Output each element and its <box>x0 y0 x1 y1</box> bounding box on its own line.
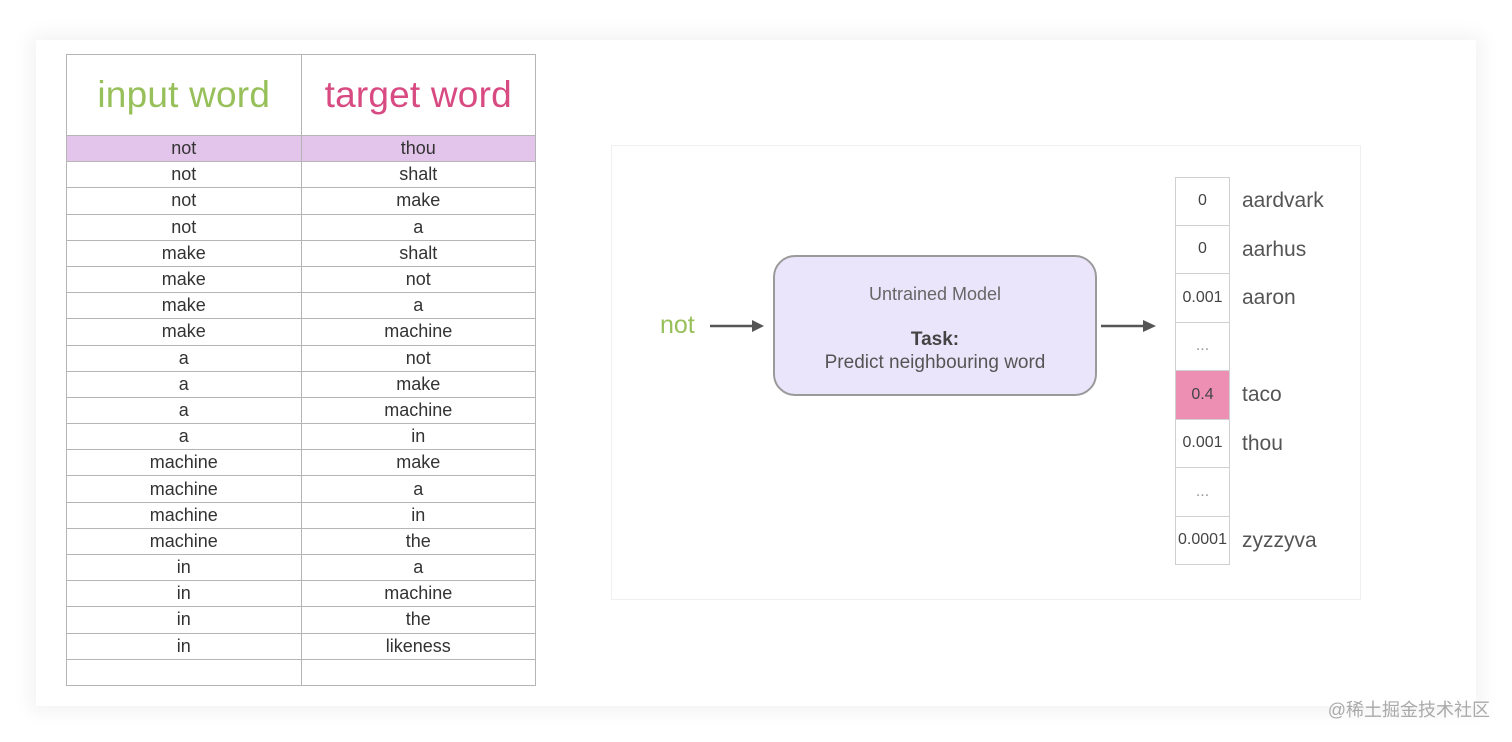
target-word-cell: shalt <box>300 161 536 189</box>
input-word-cell: in <box>66 632 302 660</box>
input-word-cell: in <box>66 580 302 608</box>
input-word-cell: machine <box>66 501 302 529</box>
input-word-cell: a <box>66 423 302 451</box>
input-word-cell: make <box>66 318 302 346</box>
table-header-row: input word target word <box>66 54 536 136</box>
input-word-cell: make <box>66 239 302 267</box>
target-word-cell: in <box>300 423 536 451</box>
input-word-header: input word <box>66 54 302 136</box>
input-word-cell: make <box>66 265 302 294</box>
untrained-model-box: Untrained Model Task: Predict neighbouri… <box>773 255 1097 396</box>
output-word-label: zyzzyva <box>1242 528 1317 552</box>
target-word-cell: shalt <box>300 239 536 267</box>
input-word-cell: machine <box>66 527 302 556</box>
input-word-cell: not <box>66 134 302 163</box>
input-word-cell: machine <box>66 475 302 503</box>
target-word-cell: a <box>300 475 536 503</box>
model-input-word: not <box>660 311 695 339</box>
input-word-cell: in <box>66 553 302 582</box>
input-arrow <box>710 320 764 332</box>
input-word-cell: machine <box>66 449 302 477</box>
watermark: @稀土掘金技术社区 <box>1327 700 1490 720</box>
output-probability-cell: 0.001 <box>1175 274 1230 323</box>
output-word-label: thou <box>1242 431 1283 455</box>
target-word-cell: not <box>300 344 536 372</box>
table-row <box>66 658 536 686</box>
input-word-cell: a <box>66 396 302 425</box>
target-word-cell: a <box>300 292 536 320</box>
target-word-cell <box>300 658 536 686</box>
target-word-cell: make <box>300 370 536 398</box>
output-word-label: taco <box>1242 383 1282 406</box>
output-probability-cell: 0 <box>1175 177 1230 226</box>
output-word-label: aaron <box>1242 286 1296 309</box>
target-word-cell: thou <box>300 134 536 163</box>
output-probability-cell: 0 <box>1175 225 1230 274</box>
output-probability-cell: ... <box>1175 468 1230 517</box>
model-task-description: Predict neighbouring word <box>824 352 1046 373</box>
output-probability-cell: 0.001 <box>1175 419 1230 468</box>
input-word-cell: a <box>66 344 302 372</box>
output-word-label: aardvark <box>1242 189 1324 212</box>
output-word-label: aarhus <box>1242 237 1307 261</box>
input-word-cell: not <box>66 161 302 189</box>
target-word-cell: machine <box>300 318 536 346</box>
model-title: Untrained Model <box>868 284 1002 304</box>
target-word-cell: likeness <box>300 632 536 660</box>
target-word-cell: machine <box>300 580 536 608</box>
target-word-cell: in <box>300 501 536 529</box>
target-word-header: target word <box>300 54 536 136</box>
target-word-cell: a <box>300 553 536 582</box>
input-word-cell: not <box>66 187 302 215</box>
target-word-cell: machine <box>300 396 536 425</box>
output-arrow <box>1101 320 1156 332</box>
output-probability-cell: 0.4 <box>1175 371 1230 420</box>
model-task-label: Task: <box>910 329 960 350</box>
target-word-cell: make <box>300 187 536 215</box>
target-word-cell: not <box>300 265 536 294</box>
target-word-cell: the <box>300 527 536 556</box>
input-word-cell <box>66 658 302 686</box>
target-word-cell: the <box>300 606 536 634</box>
output-probability-cell: ... <box>1175 322 1230 371</box>
output-probability-cell: 0.0001 <box>1175 516 1230 565</box>
input-word-cell: in <box>66 606 302 634</box>
input-word-cell: a <box>66 370 302 398</box>
input-word-cell: not <box>66 213 302 241</box>
target-word-cell: a <box>300 213 536 241</box>
target-word-cell: make <box>300 449 536 477</box>
input-word-cell: make <box>66 292 302 320</box>
